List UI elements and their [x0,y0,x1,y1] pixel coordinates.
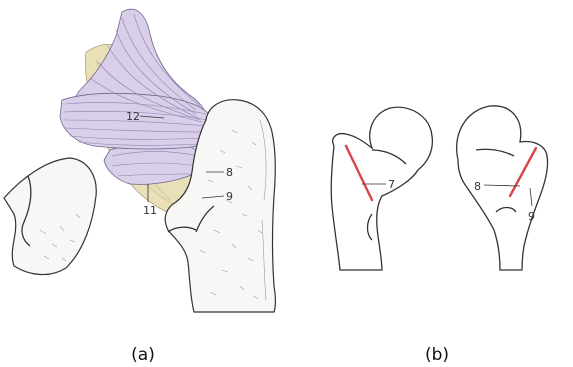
label-7: 7 [388,178,395,191]
panel-a: 12 8 9 11 [4,9,276,312]
panel-b-femur-posterior: 8 9 [457,106,548,270]
intertrochanteric-line [346,146,372,200]
panel-b-femur-anterior: 7 [331,107,432,270]
label-12: 12 [126,110,140,123]
label-b-8: 8 [474,180,481,193]
label-8: 8 [226,166,233,179]
label-9: 9 [226,190,233,203]
caption-b: (b) [425,345,449,365]
caption-a: (a) [131,345,155,365]
label-11: 11 [143,204,157,217]
ischium-bone [4,158,96,275]
intertrochanteric-crest [510,148,536,196]
label-b-9: 9 [528,210,535,223]
